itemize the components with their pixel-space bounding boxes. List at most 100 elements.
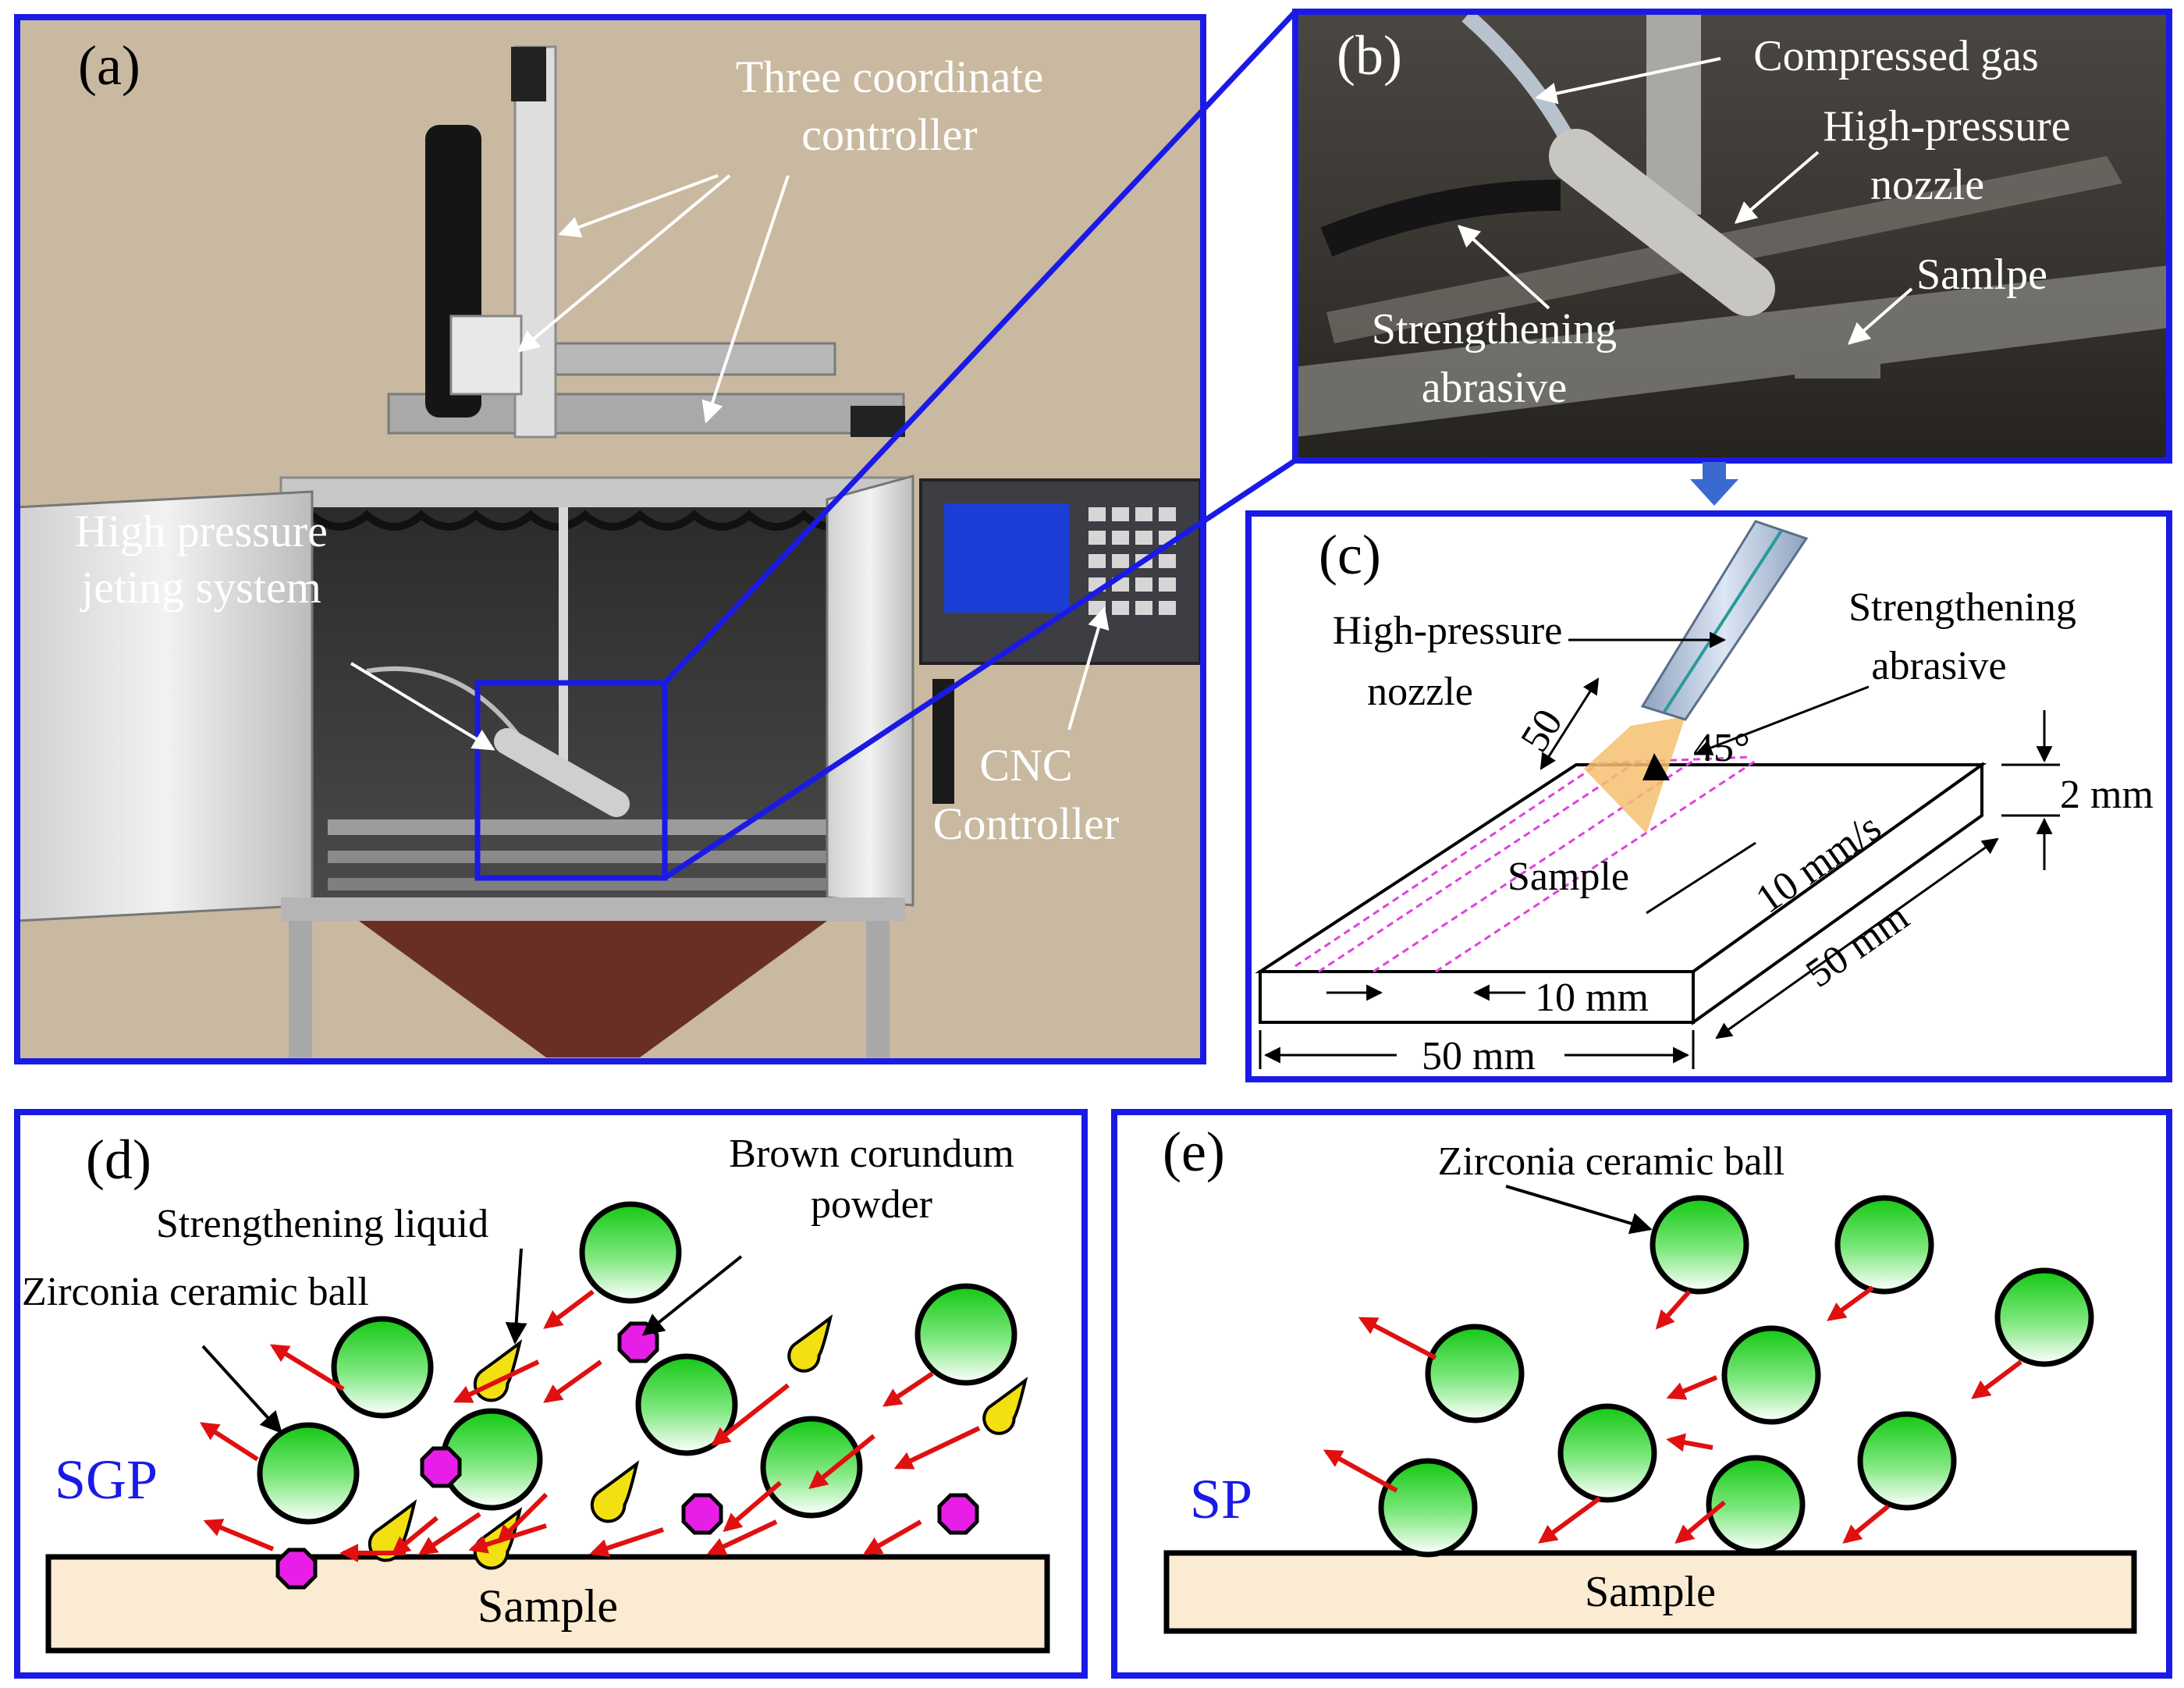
panel-b-tag: (b) bbox=[1337, 24, 1402, 87]
label-b-nozzle-2: nozzle bbox=[1870, 161, 1984, 209]
corundum-particle bbox=[681, 1493, 723, 1535]
impact-arrow bbox=[1538, 1496, 1601, 1544]
zirconia-ball bbox=[257, 1422, 360, 1525]
label-d-ball: Zirconia ceramic ball bbox=[22, 1270, 369, 1314]
label-b-nozzle-1: High-pressure bbox=[1823, 102, 2070, 151]
panel-a-frame bbox=[14, 14, 1206, 1064]
impact-arrow bbox=[1674, 1500, 1726, 1544]
arrow-sample bbox=[1847, 287, 1913, 345]
leader-d-ball bbox=[201, 1345, 282, 1434]
impact-arrow bbox=[203, 1519, 275, 1551]
jet-cone bbox=[1584, 716, 1685, 833]
label-compressed-gas: Compressed gas bbox=[1753, 32, 2039, 80]
label-e-process: SP bbox=[1190, 1468, 1252, 1530]
impact-arrow bbox=[1666, 1433, 1713, 1452]
impact-arrow bbox=[1655, 1290, 1692, 1330]
panel-e-particles bbox=[1323, 1195, 2094, 1558]
zirconia-ball bbox=[579, 1201, 682, 1304]
zirconia-ball bbox=[914, 1283, 1017, 1386]
impact-arrow bbox=[1971, 1359, 2022, 1399]
zoom-line-bottom bbox=[663, 458, 1297, 880]
arrow-to-carriage bbox=[517, 174, 731, 353]
dim-depth bbox=[1715, 837, 1999, 1039]
panel-b-frame bbox=[1292, 9, 2172, 464]
panel-e: (e) Zirconia ceramic ball SP Sample bbox=[1111, 1109, 2172, 1679]
zirconia-ball bbox=[1994, 1267, 2094, 1367]
liquid-droplet bbox=[590, 1460, 640, 1523]
zirconia-ball bbox=[1425, 1324, 1525, 1423]
arrow-to-rail bbox=[701, 175, 790, 424]
impact-arrow bbox=[543, 1359, 602, 1403]
panel-a: (a) Three coordinate controller High pre… bbox=[14, 9, 1298, 1064]
zirconia-ball bbox=[1721, 1325, 1821, 1425]
zirconia-ball bbox=[1857, 1411, 1957, 1511]
arrow-to-jetting bbox=[350, 662, 495, 751]
panel-d-tag: (d) bbox=[86, 1128, 151, 1191]
arrow-nozzle bbox=[1734, 151, 1820, 224]
impact-arrow bbox=[808, 1434, 875, 1490]
label-d-liquid: Strengthening liquid bbox=[156, 1202, 488, 1246]
panel-e-tag: (e) bbox=[1163, 1121, 1225, 1183]
label-three-coordinate-2: controller bbox=[801, 109, 977, 160]
label-c-spacing: 10 mm bbox=[1535, 975, 1649, 1020]
arrow-to-z-axis bbox=[558, 174, 719, 238]
leader-abrasive bbox=[1696, 685, 1870, 755]
impact-arrow bbox=[1358, 1317, 1437, 1360]
corundum-particle bbox=[420, 1446, 462, 1488]
impact-arrow bbox=[496, 1492, 549, 1544]
impact-arrow bbox=[1842, 1504, 1890, 1544]
label-jetting-1: High pressure bbox=[75, 506, 328, 556]
label-d-corundum-1: Brown corundum bbox=[729, 1132, 1014, 1176]
label-b-abrasive-2: abrasive bbox=[1422, 364, 1568, 412]
impact-arrow bbox=[199, 1422, 259, 1462]
label-c-thickness: 2 mm bbox=[2060, 773, 2154, 817]
liquid-droplet bbox=[787, 1314, 833, 1373]
closeup-illustration bbox=[1295, 9, 2169, 437]
impact-arrow bbox=[893, 1426, 981, 1469]
label-c-abrasive-2: abrasive bbox=[1871, 644, 2006, 688]
label-c-nozzle-2: nozzle bbox=[1367, 670, 1473, 714]
zoom-box bbox=[474, 680, 668, 881]
corundum-particle bbox=[937, 1493, 979, 1535]
label-e-ball: Zirconia ceramic ball bbox=[1438, 1139, 1785, 1184]
zirconia-ball bbox=[1378, 1458, 1478, 1558]
impact-arrow bbox=[711, 1383, 790, 1446]
zirconia-ball bbox=[635, 1353, 738, 1456]
impact-arrow bbox=[543, 1289, 595, 1329]
zirconia-ball bbox=[1650, 1195, 1749, 1295]
label-e-sample: Sample bbox=[1585, 1568, 1716, 1616]
corundum-particle bbox=[275, 1548, 318, 1590]
label-c-nozzle-1: High-pressure bbox=[1333, 609, 1563, 653]
impact-arrow bbox=[862, 1519, 922, 1555]
angle-marker bbox=[1642, 753, 1670, 780]
impact-arrow bbox=[882, 1371, 934, 1407]
zirconia-ball bbox=[331, 1316, 434, 1419]
impact-arrow bbox=[589, 1527, 664, 1558]
impact-arrow bbox=[723, 1480, 782, 1533]
dim-standoff bbox=[1539, 677, 1600, 770]
panel-d-sample-bar bbox=[45, 1554, 1050, 1654]
label-cnc-2: Controller bbox=[933, 798, 1119, 849]
impact-arrow bbox=[453, 1359, 540, 1403]
panel-c: (c) High-pressure nozzle Strengthening a… bbox=[1245, 510, 2172, 1082]
panel-d: (d) Strengthening liquid Brown corundum … bbox=[14, 1109, 1088, 1679]
label-jetting-2: jeting system bbox=[80, 562, 321, 613]
zirconia-ball bbox=[1557, 1403, 1657, 1503]
panel-a-tag: (a) bbox=[78, 34, 140, 97]
impact-arrow bbox=[418, 1512, 481, 1555]
label-three-coordinate-1: Three coordinate bbox=[736, 52, 1044, 102]
down-arrow-b-to-c bbox=[1690, 462, 1738, 506]
leader-d-corundum bbox=[641, 1255, 743, 1336]
apparatus-illustration bbox=[14, 45, 1202, 1057]
label-d-corundum-2: powder bbox=[811, 1182, 932, 1227]
panel-d-particles bbox=[199, 1201, 1028, 1590]
zoom-line-top bbox=[662, 9, 1298, 685]
label-c-sample: Sample bbox=[1507, 855, 1629, 899]
label-b-abrasive-1: Strengthening bbox=[1372, 305, 1617, 354]
label-c-angle: 45° bbox=[1693, 726, 1750, 770]
impact-arrow bbox=[1827, 1285, 1874, 1321]
arrow-compressed-gas bbox=[1535, 57, 1721, 105]
impact-arrow bbox=[391, 1516, 439, 1556]
zirconia-ball bbox=[1706, 1455, 1806, 1555]
